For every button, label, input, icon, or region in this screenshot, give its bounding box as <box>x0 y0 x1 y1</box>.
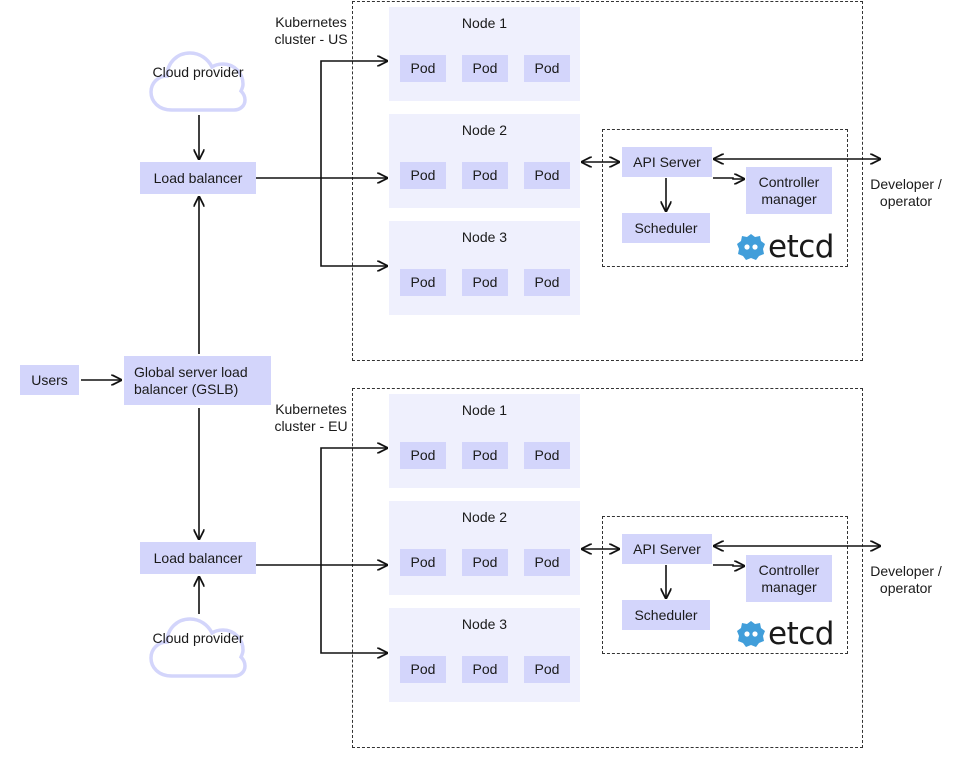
pod: Pod <box>462 162 508 189</box>
pod: Pod <box>462 269 508 296</box>
api-server-eu: API Server <box>622 534 712 564</box>
cloud-provider-eu-text: Cloud provider <box>152 630 244 646</box>
pod: Pod <box>462 656 508 683</box>
node-title: Node 2 <box>461 509 508 525</box>
pod: Pod <box>462 549 508 576</box>
node-title: Node 2 <box>461 122 508 138</box>
controller-manager-us: Controller manager <box>746 167 832 214</box>
us-node-2: Node 2 Pod Pod Pod <box>389 114 580 208</box>
etcd-logo-icon <box>737 621 765 647</box>
cloud-provider-eu: Cloud provider <box>148 612 248 682</box>
us-node-3: Node 3 Pod Pod Pod <box>389 221 580 315</box>
pod: Pod <box>400 442 446 469</box>
control-plane-eu <box>602 516 848 654</box>
node-title: Node 3 <box>461 229 508 245</box>
cluster-us-boundary <box>352 1 863 361</box>
etcd-text: etcd <box>768 616 834 652</box>
pod: Pod <box>524 55 570 82</box>
etcd-logo-icon <box>737 234 765 260</box>
developer-operator-us: Developer / operator <box>870 176 942 209</box>
pod: Pod <box>400 269 446 296</box>
pod: Pod <box>524 549 570 576</box>
pod: Pod <box>400 549 446 576</box>
cluster-eu-boundary <box>352 388 863 748</box>
users-box: Users <box>20 365 79 395</box>
pod: Pod <box>462 55 508 82</box>
node-title: Node 1 <box>461 15 508 31</box>
scheduler-us: Scheduler <box>622 213 710 243</box>
pod: Pod <box>462 442 508 469</box>
cloud-provider-us-text: Cloud provider <box>152 64 244 80</box>
etcd-text: etcd <box>768 229 834 265</box>
controller-manager-eu: Controller manager <box>746 555 832 602</box>
cluster-eu-label: Kubernetes cluster - EU <box>274 401 348 434</box>
api-server-us: API Server <box>622 147 712 177</box>
eu-node-2: Node 2 Pod Pod Pod <box>389 501 580 595</box>
scheduler-eu: Scheduler <box>622 600 710 630</box>
pod: Pod <box>524 656 570 683</box>
pod: Pod <box>400 656 446 683</box>
pod: Pod <box>524 269 570 296</box>
node-title: Node 1 <box>461 402 508 418</box>
eu-node-1: Node 1 Pod Pod Pod <box>389 394 580 488</box>
gslb-box: Global server load balancer (GSLB) <box>124 356 271 405</box>
pod: Pod <box>400 162 446 189</box>
us-node-1: Node 1 Pod Pod Pod <box>389 7 580 101</box>
eu-node-3: Node 3 Pod Pod Pod <box>389 608 580 702</box>
pod: Pod <box>400 55 446 82</box>
load-balancer-eu: Load balancer <box>140 542 256 574</box>
pod: Pod <box>524 162 570 189</box>
control-plane-us <box>602 129 848 267</box>
pod: Pod <box>524 442 570 469</box>
cloud-provider-us: Cloud provider <box>148 46 248 116</box>
developer-operator-eu: Developer / operator <box>870 563 942 596</box>
node-title: Node 3 <box>461 616 508 632</box>
cloud-icon <box>149 51 247 112</box>
load-balancer-us: Load balancer <box>140 162 256 194</box>
cloud-icon <box>149 617 247 678</box>
etcd-eu: etcd <box>736 618 834 650</box>
etcd-us: etcd <box>736 231 834 263</box>
cluster-us-label: Kubernetes cluster - US <box>274 14 348 47</box>
